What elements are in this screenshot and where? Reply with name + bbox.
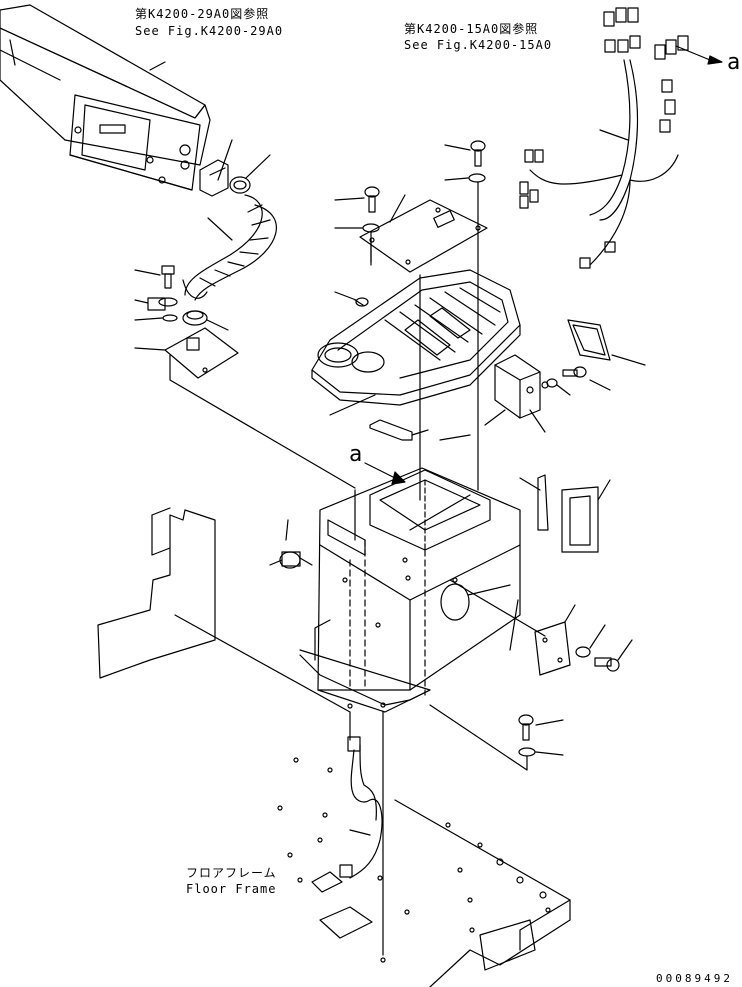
duct-hose	[182, 194, 277, 301]
top-cover-plate	[359, 194, 488, 273]
view-marker-right: a	[727, 50, 742, 75]
floor-frame-label-jp: フロアフレーム	[186, 866, 277, 880]
reference-label-top-right-jp: 第K4200-15A0図参照	[404, 22, 539, 36]
view-arrow-a	[364, 462, 406, 485]
document-number: 00089492	[656, 972, 733, 985]
grommet	[182, 310, 229, 331]
wiring-harness	[519, 7, 723, 269]
console-tray	[311, 269, 521, 416]
cover-plate-left	[134, 327, 356, 489]
bolt-lower	[429, 704, 564, 771]
bolt-top-left	[334, 186, 380, 266]
relay-box	[494, 354, 549, 433]
insulation-pad	[97, 507, 351, 713]
view-marker-left: a	[349, 442, 364, 467]
gasket-2	[561, 479, 611, 553]
control-box	[299, 467, 521, 713]
bolt-top-right	[444, 140, 486, 183]
bolt-left	[134, 265, 178, 322]
floor-frame	[277, 711, 571, 987]
reference-label-top-right-en: See Fig.K4200-15A0	[404, 38, 553, 52]
leader-lines	[354, 181, 519, 651]
bracket-small	[369, 419, 429, 441]
reference-label-top-left-en: See Fig.K4200-29A0	[135, 24, 284, 38]
connector-block	[199, 139, 233, 197]
bolt-right-2	[575, 624, 633, 672]
floor-frame-label-en: Floor Frame	[186, 882, 277, 896]
washer-right	[546, 378, 571, 396]
seal-strip	[519, 474, 549, 531]
lower-harness	[339, 736, 383, 879]
gasket-1	[567, 319, 646, 366]
bolt-right-1	[562, 366, 611, 391]
hose-clamp	[229, 154, 271, 194]
reference-label-top-left-jp: 第K4200-29A0図参照	[135, 7, 270, 21]
dash-panel-assembly	[0, 4, 211, 191]
toggle-switch	[269, 519, 313, 569]
cover-plate-right	[449, 579, 576, 676]
